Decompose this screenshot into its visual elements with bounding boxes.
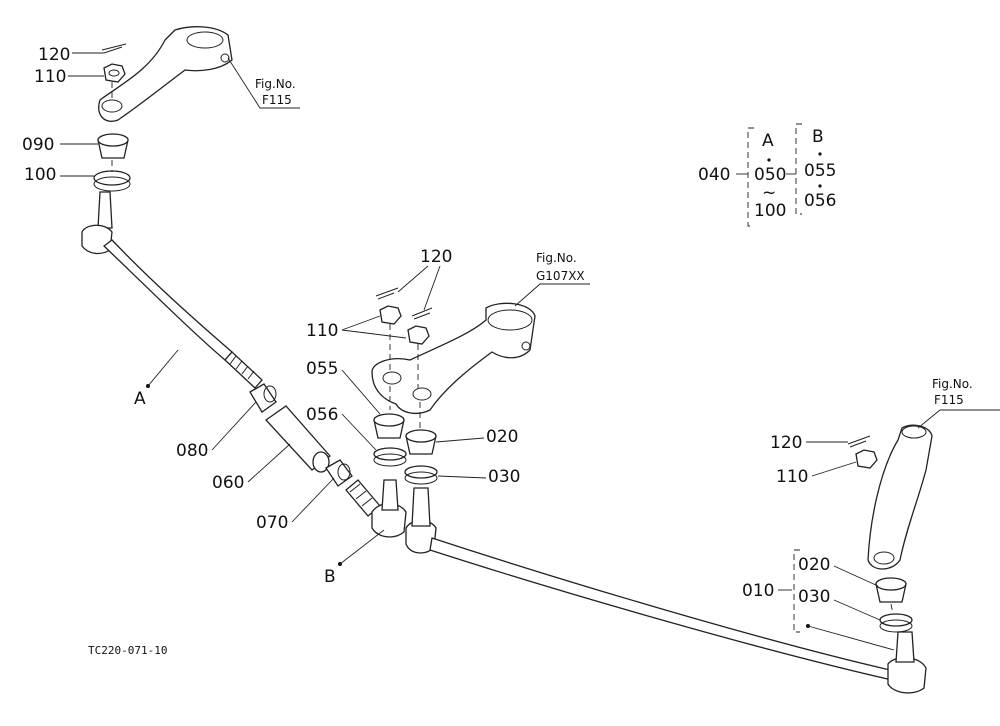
dust-seal-020-right <box>875 577 907 603</box>
part-labels: 120 110 090 100 120 110 055 056 020 030 … <box>22 45 895 651</box>
label-120-center: 120 <box>420 247 452 267</box>
fig-ref-center-line2: G107XX <box>536 269 585 283</box>
nut-110-top-left <box>103 63 126 83</box>
tie-rod-a <box>81 191 263 389</box>
legend-group-b-first: 055 <box>804 161 836 181</box>
center-pitman-arm <box>371 302 536 415</box>
drawing-code: TC220-071-10 <box>88 644 167 657</box>
fig-ref-right-line1: Fig.No. <box>932 377 973 391</box>
nut-110-right <box>855 449 878 469</box>
fig-ref-top-left-line2: F115 <box>262 93 292 107</box>
cotter-pin-120-top-left <box>101 43 127 54</box>
ring-100 <box>93 170 131 192</box>
label-100: 100 <box>24 165 56 185</box>
ring-center-left <box>373 447 407 467</box>
label-030-center: 030 <box>488 467 520 487</box>
label-056: 056 <box>306 405 338 425</box>
nut-070 <box>325 459 353 487</box>
label-030-right: 030 <box>798 587 830 607</box>
fig-ref-center: Fig.No. G107XX <box>514 251 590 307</box>
cotter-pin-120-right <box>847 435 871 448</box>
right-knuckle-arm <box>867 424 933 570</box>
ring-030-center <box>404 465 438 485</box>
label-110-right: 110 <box>776 467 808 487</box>
nut-080 <box>249 383 277 413</box>
label-rod-a: A <box>134 389 146 409</box>
cotter-pins-120-center <box>375 287 433 320</box>
legend-group-a-title: A <box>762 131 774 151</box>
label-120-top-left: 120 <box>38 45 70 65</box>
label-080: 080 <box>176 441 208 461</box>
fig-ref-right-line2: F115 <box>934 393 964 407</box>
legend-parent: 040 <box>698 165 730 185</box>
legend-group-b-title: B <box>812 127 824 147</box>
label-rod-b: B <box>324 567 336 587</box>
ring-030-right <box>879 613 913 633</box>
label-055: 055 <box>306 359 338 379</box>
legend-group-a-to: 100 <box>754 201 786 221</box>
fig-ref-right: Fig.No. F115 <box>917 377 1000 429</box>
label-010: 010 <box>742 581 774 601</box>
label-020-center: 020 <box>486 427 518 447</box>
fig-ref-top-left: Fig.No. F115 <box>227 57 300 109</box>
legend-040: 040 A 050 ~ 100 B 055 056 <box>698 123 836 227</box>
label-110-center: 110 <box>306 321 338 341</box>
label-060: 060 <box>212 473 244 493</box>
fig-ref-top-left-line1: Fig.No. <box>255 77 296 91</box>
label-020-right: 020 <box>798 555 830 575</box>
legend-group-b-second: 056 <box>804 191 836 211</box>
tie-rod-main <box>405 487 927 694</box>
sleeve-060 <box>265 405 331 473</box>
tie-rod-b <box>345 479 407 538</box>
dust-seal-056 <box>373 413 405 439</box>
fig-ref-center-line1: Fig.No. <box>536 251 577 265</box>
label-090: 090 <box>22 135 54 155</box>
legend-group-a-from: 050 <box>754 165 786 185</box>
label-110-top-left: 110 <box>34 67 66 87</box>
label-070: 070 <box>256 513 288 533</box>
dust-seal-090 <box>97 133 129 159</box>
label-120-right: 120 <box>770 433 802 453</box>
dust-seal-020-center <box>405 429 437 455</box>
top-left-knuckle-arm <box>98 26 233 122</box>
legend-range-mark: ~ <box>762 183 776 203</box>
nuts-110-center <box>379 305 430 345</box>
